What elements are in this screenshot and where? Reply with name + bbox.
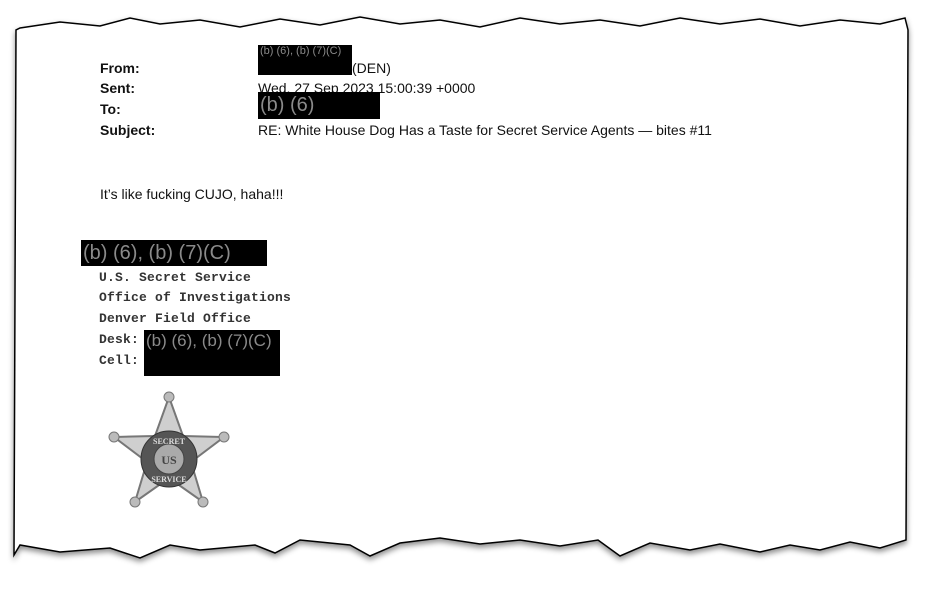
from-redaction: (b) (6), (b) (7)(C) bbox=[258, 45, 352, 75]
subject-label: Subject: bbox=[100, 122, 156, 138]
secret-service-star-logo: SECRET SERVICE US bbox=[108, 391, 230, 508]
signature-line-agency: U.S. Secret Service bbox=[99, 270, 252, 285]
logo-text-top: SECRET bbox=[153, 437, 186, 446]
logo-text-bottom: SERVICE bbox=[151, 475, 186, 484]
desk-label: Desk: bbox=[99, 332, 140, 347]
from-suffix: (DEN) bbox=[352, 60, 391, 76]
logo-center-text: US bbox=[161, 453, 177, 467]
sent-label: Sent: bbox=[100, 80, 135, 96]
signature-line-office: Office of Investigations bbox=[99, 290, 292, 305]
to-redaction: (b) (6) bbox=[258, 92, 380, 119]
desk-redaction: (b) (6), (b) (7)(C) bbox=[144, 330, 280, 352]
from-label: From: bbox=[100, 60, 140, 76]
subject-value: RE: White House Dog Has a Taste for Secr… bbox=[258, 122, 712, 138]
signature-line-field-office: Denver Field Office bbox=[99, 311, 252, 326]
cell-label: Cell: bbox=[99, 353, 140, 368]
email-body: It’s like fucking CUJO, haha!!! bbox=[100, 186, 284, 202]
signature-name-redaction: (b) (6), (b) (7)(C) bbox=[81, 240, 267, 266]
cell-redaction bbox=[144, 352, 280, 376]
to-label: To: bbox=[100, 101, 121, 117]
